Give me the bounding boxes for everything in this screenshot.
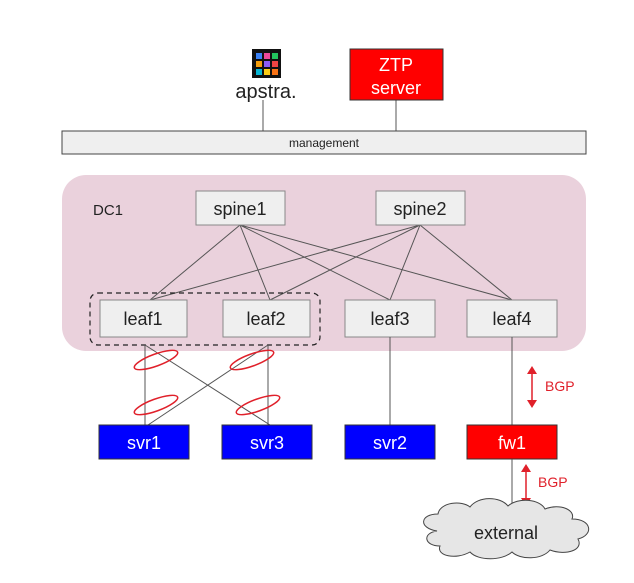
dc1-label: DC1: [93, 202, 123, 219]
bgp-label-lower: BGP: [538, 474, 568, 490]
leaf-pair-group: [89, 292, 321, 346]
leaf3-label: leaf3: [370, 309, 409, 329]
lag-ellipse-icon: [229, 349, 275, 371]
leaf4-label: leaf4: [492, 309, 531, 329]
lag-ellipse-icon: [133, 349, 179, 371]
spine-leaf-links: [149, 224, 513, 301]
management-label: management: [289, 136, 360, 150]
fw1-label: fw1: [498, 433, 526, 453]
ztp-server-box: [349, 48, 444, 101]
svr1-node: [98, 424, 190, 460]
ztp-server-label-2: server: [371, 78, 421, 98]
lag-ellipse-icon: [235, 394, 281, 416]
leaf3-node: [344, 299, 436, 338]
external-label: external: [474, 523, 538, 543]
spine1-label: spine1: [213, 199, 266, 219]
external-cloud-icon: [423, 498, 589, 560]
svr3-node: [221, 424, 313, 460]
lag-ellipses: [133, 349, 281, 416]
svr2-node: [344, 424, 436, 460]
leaf1-node: [99, 299, 188, 338]
leaf-server-links: [144, 337, 513, 426]
svr2-label: svr2: [373, 433, 407, 453]
bgp-label-upper: BGP: [545, 378, 575, 394]
fw1-node: [466, 424, 558, 460]
spine2-label: spine2: [393, 199, 446, 219]
management-network: [61, 130, 587, 155]
logo-text: apstra.: [235, 81, 296, 103]
leaf2-label: leaf2: [246, 309, 285, 329]
ztp-server-label-1: ZTP: [379, 55, 413, 75]
leaf1-label: leaf1: [123, 309, 162, 329]
svr1-label: svr1: [127, 433, 161, 453]
spine2-node: [375, 190, 466, 226]
bgp-arrow-lower: [521, 464, 531, 506]
bgp-arrow-upper: [527, 366, 537, 408]
leaf4-node: [466, 299, 558, 338]
svr3-label: svr3: [250, 433, 284, 453]
spine1-node: [195, 190, 286, 226]
lag-ellipse-icon: [133, 394, 179, 416]
apstra-logo: apstra.: [235, 49, 297, 103]
leaf2-node: [222, 299, 311, 338]
